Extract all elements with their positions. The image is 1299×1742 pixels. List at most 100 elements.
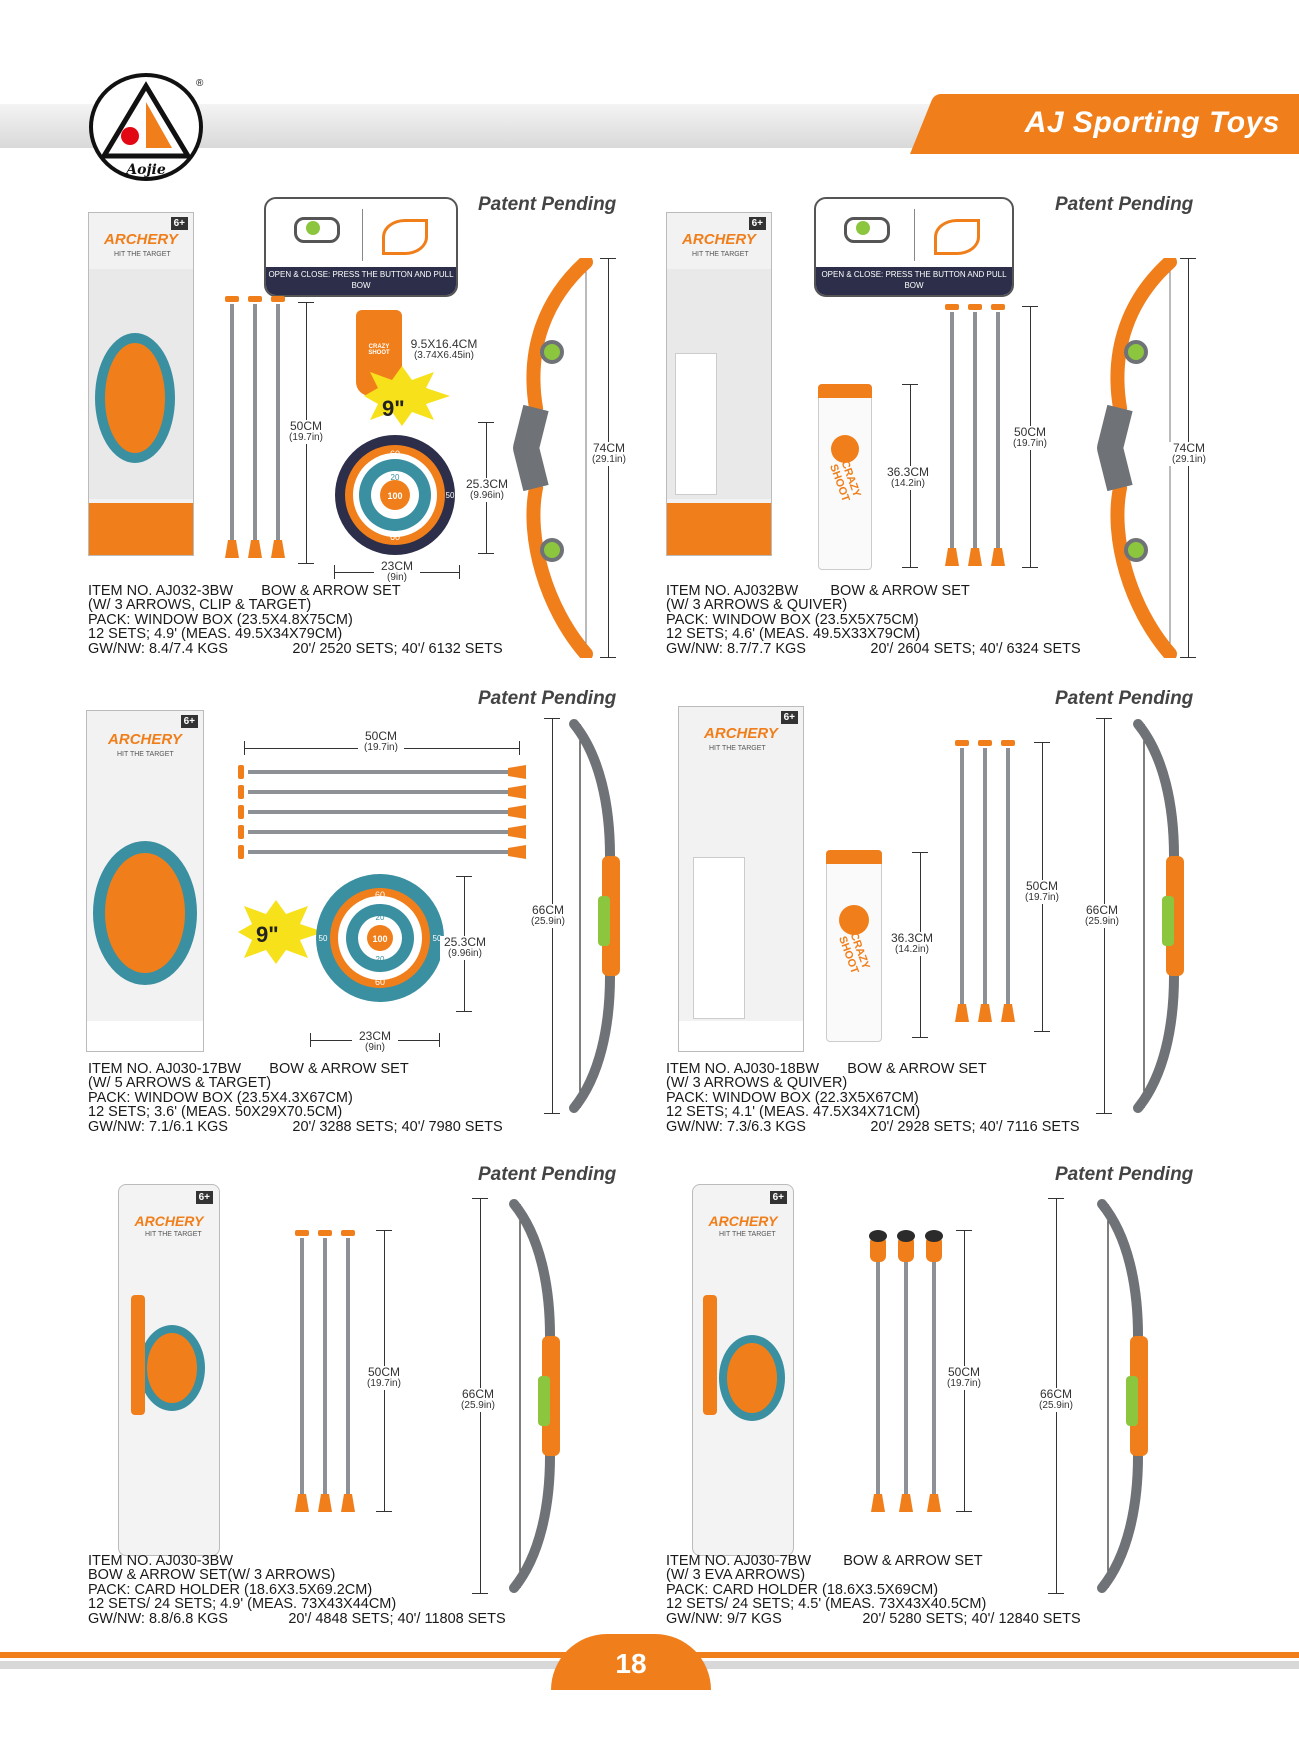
svg-text:SHOOT IT: SHOOT IT <box>1178 783 1202 827</box>
quiver: CRAZY SHOOT <box>818 384 872 570</box>
patent-label: Patent Pending <box>478 1164 617 1185</box>
svg-text:60: 60 <box>375 977 385 987</box>
svg-text:50: 50 <box>319 934 328 943</box>
spec-line-4: 12 SETS; 4.9' (MEAS. 49.5X34X79CM) <box>88 626 343 642</box>
arrow-length-dim: 50CM(19.7in) <box>1008 426 1052 450</box>
bow-length-dim: 66CM(25.9in) <box>1034 1388 1078 1412</box>
spec-line-1: ITEM NO. AJ032BW BOW & ARROW SET <box>666 583 970 599</box>
target-height-dim: 25.3CM(9.96in) <box>440 936 490 960</box>
svg-text:20: 20 <box>391 473 400 482</box>
card-holder: ARCHERY HIT THE TARGET 6+ <box>118 1184 220 1556</box>
svg-text:60: 60 <box>390 449 400 459</box>
spec-line-3: PACK: WINDOW BOX (23.5X5X75CM) <box>666 612 919 628</box>
quiver: CRAZY SHOOT <box>826 850 882 1042</box>
spec-line-2: (W/ 3 ARROWS & QUIVER) <box>666 1075 848 1091</box>
spec-line-5: GW/NW: 8.4/7.4 KGS 20'/ 2520 SETS; 40'/ … <box>88 641 503 657</box>
compound-bow <box>1097 258 1177 658</box>
arrows-3 <box>955 740 1015 1022</box>
patent-label: Patent Pending <box>478 688 617 709</box>
logo-text: Aojie <box>124 162 166 178</box>
compound-bow <box>513 258 593 658</box>
svg-text:50: 50 <box>433 934 442 943</box>
aojie-logo: Aojie ® <box>89 73 204 181</box>
spec-line-3: PACK: CARD HOLDER (18.6X3.5X69CM) <box>666 1582 939 1598</box>
spec-line-4: 12 SETS; 3.6' (MEAS. 50X29X70.5CM) <box>88 1104 343 1120</box>
page-number-badge <box>551 1634 711 1690</box>
arrows-3 <box>225 296 285 558</box>
target-board: 60 20 100 20 60 50 50 <box>316 874 444 1002</box>
size-burst-badge <box>238 900 324 964</box>
patent-label: Patent Pending <box>478 194 617 215</box>
target-width-dim: 23CM(9in) <box>374 560 420 584</box>
spec-line-4: 12 SETS/ 24 SETS; 4.5' (MEAS. 73X43X40.5… <box>666 1596 987 1612</box>
arrow-length-dim: 50CM(19.7in) <box>1020 880 1064 904</box>
recurve-bow: SHOOT IT <box>1133 719 1202 1113</box>
spec-line-1: ITEM NO. AJ030-3BW <box>88 1553 234 1569</box>
patent-label: Patent Pending <box>1055 194 1194 215</box>
spec-line-4: 12 SETS/ 24 SETS; 4.9' (MEAS. 73X43X44CM… <box>88 1596 397 1612</box>
size-burst-badge <box>364 366 450 426</box>
bow-length-dim: 66CM(25.9in) <box>526 904 570 928</box>
open-close-hint-card: OPEN & CLOSE: PRESS THE BUTTON AND PULL … <box>814 197 1014 297</box>
spec-line-3: PACK: WINDOW BOX (23.5X4.3X67CM) <box>88 1090 353 1106</box>
arrows-3 <box>295 1230 355 1512</box>
arrow-length-dim: 50CM(19.7in) <box>942 1366 986 1390</box>
spec-line-2: (W/ 3 ARROWS & QUIVER) <box>666 597 848 613</box>
spec-line-2: (W/ 3 ARROWS, CLIP & TARGET) <box>88 597 312 613</box>
spec-line-1: ITEM NO. AJ030-18BW BOW & ARROW SET <box>666 1061 987 1077</box>
svg-text:®: ® <box>196 78 204 89</box>
svg-text:100: 100 <box>387 491 402 501</box>
target-width-dim: 23CM(9in) <box>352 1030 398 1054</box>
spec-line-4: 12 SETS; 4.1' (MEAS. 47.5X34X71CM) <box>666 1104 921 1120</box>
bow-length-dim: 66CM(25.9in) <box>456 1388 500 1412</box>
svg-text:SHOOT IT: SHOOT IT <box>1142 1263 1166 1307</box>
svg-text:20: 20 <box>376 955 385 964</box>
arrow-length-dim: 50CM(19.7in) <box>284 420 328 444</box>
arrows-5 <box>238 765 526 859</box>
window-box: ARCHERY HIT THE TARGET 6+ <box>666 212 772 556</box>
arrow-length-dim: 50CM(19.7in) <box>362 1366 406 1390</box>
bow-length-dim: 74CM(29.1in) <box>588 442 630 466</box>
spec-line-5: GW/NW: 7.3/6.3 KGS 20'/ 2928 SETS; 40'/ … <box>666 1119 1080 1135</box>
open-close-hint-card: OPEN & CLOSE: PRESS THE BUTTON AND PULL … <box>264 197 458 297</box>
window-box: ARCHERY HIT THE TARGET 6+ <box>678 706 804 1052</box>
spec-line-1: ITEM NO. AJ030-7BW BOW & ARROW SET <box>666 1553 983 1569</box>
svg-text:20: 20 <box>376 913 385 922</box>
spec-line-5: GW/NW: 9/7 KGS 20'/ 5280 SETS; 40'/ 1284… <box>666 1611 1081 1627</box>
spec-line-5: GW/NW: 7.1/6.1 KGS 20'/ 3288 SETS; 40'/ … <box>88 1119 503 1135</box>
spec-line-1: ITEM NO. AJ032-3BW BOW & ARROW SET <box>88 583 401 599</box>
spec-line-3: PACK: WINDOW BOX (23.5X4.8X75CM) <box>88 612 353 628</box>
spec-line-3: PACK: CARD HOLDER (18.6X3.5X69.2CM) <box>88 1582 373 1598</box>
bow-length-dim: 66CM(25.9in) <box>1080 904 1124 928</box>
quiver-length-dim: 36.3CM(14.2in) <box>880 466 936 490</box>
svg-text:50: 50 <box>446 491 455 500</box>
page-number: 18 <box>615 1648 647 1679</box>
card-holder: ARCHERY HIT THE TARGET 6+ <box>692 1184 794 1556</box>
quiver-length-dim: 36.3CM(14.2in) <box>884 932 940 956</box>
svg-text:SHOOT IT: SHOOT IT <box>554 1263 578 1307</box>
spec-line-5: GW/NW: 8.8/6.8 KGS 20'/ 4848 SETS; 40'/ … <box>88 1611 506 1627</box>
eva-arrows-3 <box>869 1230 943 1512</box>
recurve-bow: SHOOT IT <box>1097 1199 1166 1593</box>
patent-label: Patent Pending <box>1055 1164 1194 1185</box>
spec-line-2: (W/ 5 ARROWS & TARGET) <box>88 1075 272 1091</box>
target-board: 60 100 20 50 60 <box>335 435 455 555</box>
recurve-bow <box>569 719 620 1113</box>
svg-text:100: 100 <box>372 934 387 944</box>
patent-label: Patent Pending <box>1055 688 1194 709</box>
bow-length-dim: 74CM(29.1in) <box>1168 442 1210 466</box>
spec-line-2: (W/ 3 EVA ARROWS) <box>666 1567 806 1583</box>
svg-text:60: 60 <box>375 890 385 900</box>
window-box: ARCHERY HIT THE TARGET 6+ <box>88 212 194 556</box>
target-height-dim: 25.3CM(9.96in) <box>462 478 512 502</box>
spec-line-3: PACK: WINDOW BOX (22.3X5X67CM) <box>666 1090 919 1106</box>
window-box: ARCHERY HIT THE TARGET 6+ <box>86 710 204 1052</box>
recurve-bow: SHOOT IT <box>509 1199 578 1593</box>
clip-size-dim: 9.5X16.4CM(3.74X6.45in) <box>410 337 478 361</box>
brand-title: AJ Sporting Toys <box>1024 106 1280 139</box>
spec-line-1: ITEM NO. AJ030-17BW BOW & ARROW SET <box>88 1061 409 1077</box>
svg-text:60: 60 <box>390 532 400 542</box>
arrows-3 <box>945 304 1005 566</box>
spec-line-4: 12 SETS; 4.6' (MEAS. 49.5X33X79CM) <box>666 626 921 642</box>
arrow-length-dim: 50CM(19.7in) <box>358 730 404 754</box>
